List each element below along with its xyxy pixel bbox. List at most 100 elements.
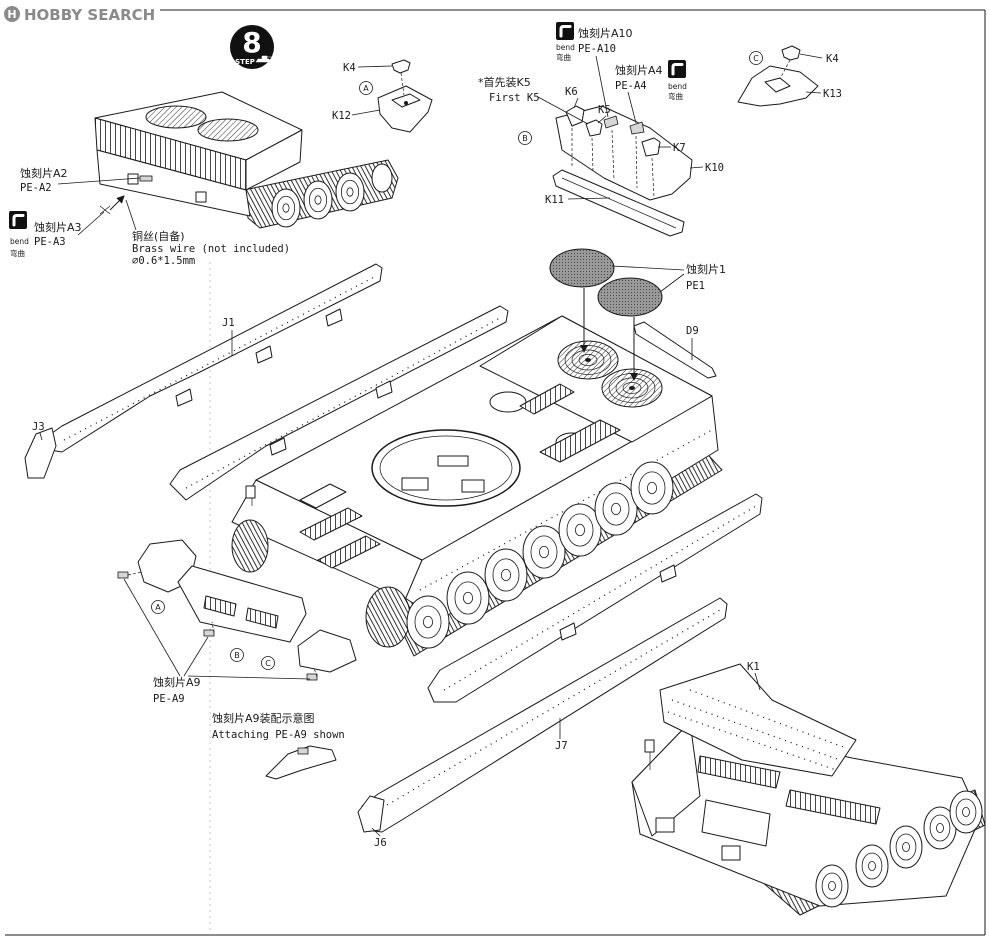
part-k12-assembly xyxy=(351,59,433,133)
skirt-tab xyxy=(325,308,343,327)
pe-a2-zh: 蚀刻片A2 xyxy=(20,166,68,180)
bend-label-en: bend xyxy=(668,82,687,91)
part-d9 xyxy=(633,321,717,379)
marker-c: C xyxy=(749,51,763,65)
part-j3 xyxy=(24,427,57,479)
front-plate xyxy=(317,535,381,569)
part-j6 xyxy=(357,795,385,833)
skirt-tab xyxy=(659,564,677,583)
pe-a9-tab xyxy=(297,747,309,755)
part-j1 xyxy=(47,263,383,453)
label-k4: K4 xyxy=(826,53,839,65)
part-k12 xyxy=(377,85,433,133)
skirt-tab xyxy=(269,437,287,456)
pe1-grille-screens xyxy=(549,248,685,381)
step-number: 8 xyxy=(242,26,261,59)
fan-grille-icon xyxy=(197,118,259,142)
pe-a9-tab xyxy=(117,571,129,579)
first-k5-en: First K5 xyxy=(489,92,540,104)
marker-c-letter: C xyxy=(265,659,271,668)
skirt-tab xyxy=(559,622,577,641)
rear-hull-end xyxy=(631,721,701,837)
pe-a9-zh: 蚀刻片A9 xyxy=(153,675,201,689)
side-skirt xyxy=(169,305,509,501)
pe-a10-zh: 蚀刻片A10 xyxy=(578,26,633,40)
label-k6: K6 xyxy=(565,86,578,98)
marker-c: C xyxy=(261,656,275,670)
fan-grille-icon xyxy=(601,368,663,408)
pe-a10-part xyxy=(603,115,619,129)
pe1-screen xyxy=(597,277,663,317)
hull-detail xyxy=(437,455,469,467)
main-road-wheels xyxy=(406,461,674,649)
part-k4 xyxy=(391,59,411,74)
step-label: STEP xyxy=(235,58,255,66)
label-k10: K10 xyxy=(705,162,724,174)
pe-a9-tab xyxy=(203,629,215,637)
logo-letter: H xyxy=(7,8,16,21)
pe-a3-zh: 蚀刻片A3 xyxy=(34,220,82,234)
pe1-zh: 蚀刻片1 xyxy=(686,262,726,276)
bend-label-en: bend xyxy=(556,43,575,52)
first-k5-zh: *首先装K5 xyxy=(478,75,531,89)
marker-b: B xyxy=(518,131,532,145)
part-d9-assembly xyxy=(633,321,717,379)
road-wheel xyxy=(335,172,365,212)
driver-hatch xyxy=(299,483,347,509)
road-wheel xyxy=(889,825,923,869)
bend-icon xyxy=(556,22,574,40)
marker-b: B xyxy=(230,648,244,662)
marker-b-letter: B xyxy=(234,651,240,660)
rear-road-wheels xyxy=(271,172,365,228)
pe-a2-part xyxy=(139,175,153,182)
brass-wire-size: ∅0.6*1.5mm xyxy=(132,255,195,267)
road-wheel xyxy=(855,844,889,888)
skirt-tab xyxy=(375,380,393,399)
marker-c-letter: C xyxy=(753,54,759,63)
pe-a4-zh: 蚀刻片A4 xyxy=(615,63,663,77)
rear-hull-assembly xyxy=(57,91,399,236)
label-k11: K11 xyxy=(545,194,564,206)
front-plate xyxy=(299,507,363,541)
bend-label-zh: 弯曲 xyxy=(668,91,683,101)
deck-louver xyxy=(519,383,575,415)
turret-ring xyxy=(371,429,521,507)
label-j7: J7 xyxy=(555,740,568,752)
road-wheel xyxy=(446,571,490,625)
pe-a4-part xyxy=(629,121,645,135)
bend-label-zh: 弯曲 xyxy=(556,52,571,62)
watermark-text: HOBBY SEARCH xyxy=(24,6,155,24)
brass-wire-en: Brass wire (not included) xyxy=(132,243,290,255)
panel-c xyxy=(297,629,357,673)
label-k4: K4 xyxy=(343,62,356,74)
exhaust-panel xyxy=(701,799,771,847)
part-k4 xyxy=(781,45,801,61)
panel-b-louver xyxy=(203,595,237,617)
deck-louver xyxy=(539,419,621,463)
marker-a-letter: A xyxy=(155,603,161,612)
lower-side-skirt xyxy=(427,493,763,703)
k1-road-wheels xyxy=(815,790,983,908)
tank-icon xyxy=(255,55,272,63)
road-wheel xyxy=(558,503,602,557)
turret-ring-inner xyxy=(379,435,513,501)
pe-a9-assembly xyxy=(117,539,357,780)
road-wheel xyxy=(949,790,983,834)
pe-a3-en: PE-A3 xyxy=(34,236,66,248)
pe-a2-en: PE-A2 xyxy=(20,182,52,194)
brass-wire-zh: 铜丝(自备) xyxy=(132,229,185,243)
skirt-tab xyxy=(255,345,273,364)
pe-a9-shown-en: Attaching PE-A9 shown xyxy=(212,729,345,741)
part-k13-boss xyxy=(764,77,791,93)
road-wheel xyxy=(522,525,566,579)
part-k10-assembly xyxy=(537,55,704,237)
upper-side-skirt xyxy=(169,305,509,501)
mirror xyxy=(245,485,256,499)
part-k7 xyxy=(641,137,661,157)
front-track xyxy=(365,586,411,648)
pe-a4-en: PE-A4 xyxy=(615,80,647,92)
road-wheel xyxy=(271,188,301,228)
drive-sprocket xyxy=(371,163,393,193)
pe-a9-attaching-example xyxy=(265,745,337,780)
pe-a10-en: PE-A10 xyxy=(578,43,616,55)
